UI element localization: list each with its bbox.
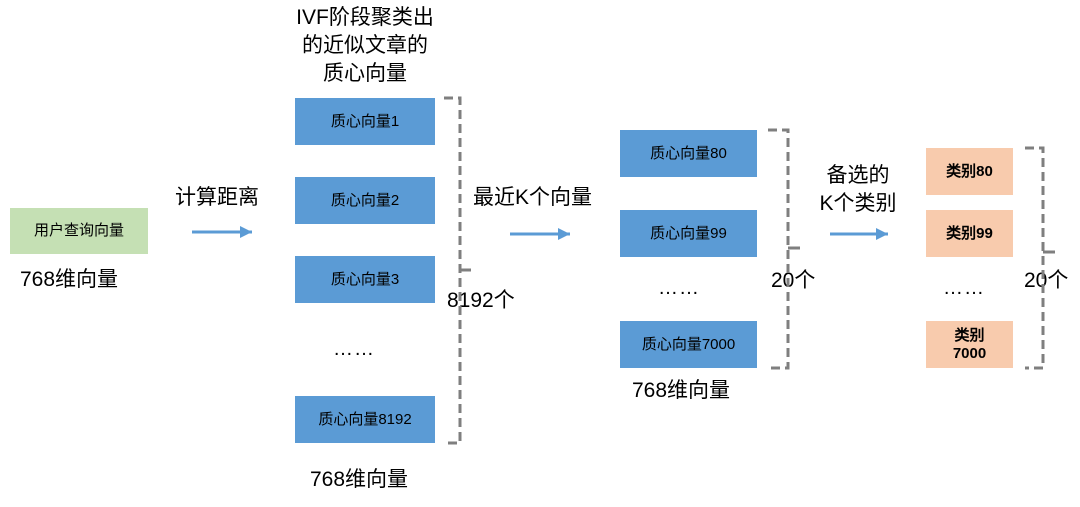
centroids-title-line-3: 质心向量 bbox=[323, 62, 407, 85]
nearest-k-label: 最近K个向量 bbox=[473, 186, 593, 209]
query-dimension-label: 768维向量 bbox=[20, 268, 119, 291]
query-vector-box: 用户查询向量 bbox=[10, 208, 148, 254]
centroid-box-label: 质心向量1 bbox=[330, 112, 400, 130]
category-box-7000: 类别 7000 bbox=[926, 321, 1013, 368]
centroid-box-label: 质心向量3 bbox=[330, 270, 400, 288]
bracket-nearest bbox=[768, 128, 790, 370]
compute-distance-label: 计算距离 bbox=[175, 186, 259, 209]
candidate-line-2: K个类别 bbox=[819, 192, 897, 215]
centroids-ellipsis: …… bbox=[333, 338, 375, 360]
candidate-line-1: 备选的 bbox=[826, 164, 890, 187]
centroids-title: IVF阶段聚类出 的近似文章的 质心向量 bbox=[280, 4, 450, 88]
centroids-title-line-2: 的近似文章的 bbox=[302, 34, 428, 57]
query-vector-label: 用户查询向量 bbox=[33, 222, 124, 239]
nearest-box-7000: 质心向量7000 bbox=[620, 321, 757, 368]
nearest-box-label: 质心向量99 bbox=[650, 224, 727, 242]
nearest-box-80: 质心向量80 bbox=[620, 130, 757, 177]
bracket-centroids bbox=[444, 96, 462, 445]
category-box-80: 类别80 bbox=[926, 148, 1013, 195]
nearest-box-99: 质心向量99 bbox=[620, 210, 757, 257]
categories-ellipsis: …… bbox=[943, 277, 985, 299]
nearest-dimension-label: 768维向量 bbox=[632, 379, 731, 402]
centroid-box-8192: 质心向量8192 bbox=[295, 396, 435, 443]
nearest-count-label: 20个 bbox=[771, 269, 816, 292]
centroids-title-line-1: IVF阶段聚类出 bbox=[296, 6, 434, 29]
candidate-categories-label: 备选的 K个类别 bbox=[803, 162, 913, 218]
category-box-99: 类别99 bbox=[926, 210, 1013, 257]
centroid-box-label: 质心向量8192 bbox=[318, 410, 412, 428]
category-box-label: 类别80 bbox=[946, 162, 993, 180]
nearest-box-label: 质心向量7000 bbox=[641, 335, 736, 353]
centroid-box-1: 质心向量1 bbox=[295, 98, 435, 145]
centroid-box-2: 质心向量2 bbox=[295, 177, 435, 224]
centroid-box-label: 质心向量2 bbox=[330, 191, 400, 209]
nearest-ellipsis: …… bbox=[658, 277, 700, 299]
nearest-box-label: 质心向量80 bbox=[650, 144, 727, 162]
category-box-label: 类别99 bbox=[946, 224, 993, 242]
centroids-dimension-label: 768维向量 bbox=[310, 468, 409, 491]
centroids-count-label: 8192个 bbox=[447, 289, 515, 312]
bracket-categories bbox=[1025, 146, 1045, 370]
category-box-label-line-2: 7000 bbox=[952, 344, 987, 362]
categories-count-label: 20个 bbox=[1024, 269, 1069, 292]
centroid-box-3: 质心向量3 bbox=[295, 256, 435, 303]
category-box-label-line-1: 类别 bbox=[954, 326, 985, 344]
